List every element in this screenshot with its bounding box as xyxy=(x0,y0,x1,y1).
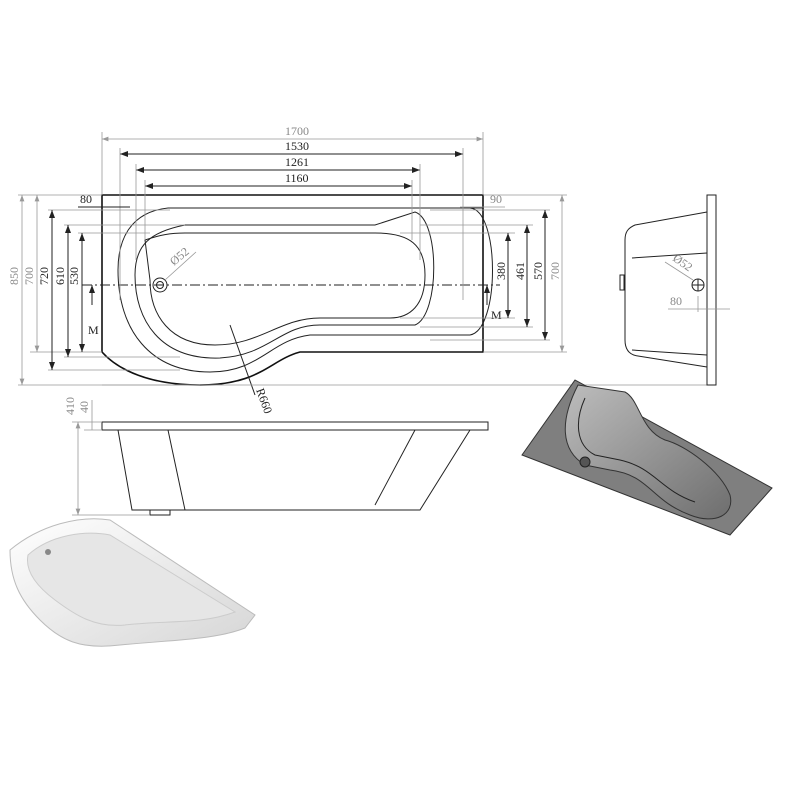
grey-bath-render xyxy=(521,379,773,536)
radius-label: R660 xyxy=(253,386,275,415)
height-850: 850 xyxy=(7,267,21,285)
width-1160: 1160 xyxy=(285,171,309,185)
tub-rim xyxy=(117,207,493,373)
section-mark-left: M xyxy=(88,323,99,337)
left-offset-80: 80 xyxy=(80,192,92,206)
height-530: 530 xyxy=(67,267,81,285)
height-700-left: 700 xyxy=(22,267,36,285)
front-view: 410 40 xyxy=(63,397,489,516)
height-700-right: 700 xyxy=(548,262,562,280)
end-view: Ø52 80 xyxy=(619,194,730,386)
section-mark-right: M xyxy=(491,308,502,322)
height-410: 410 xyxy=(63,397,77,415)
white-bath-render xyxy=(9,518,256,647)
waste-diameter-label: Ø52 xyxy=(167,244,192,268)
height-610: 610 xyxy=(53,267,67,285)
right-offset-90: 90 xyxy=(490,192,502,206)
rim-height-40: 40 xyxy=(77,401,91,413)
height-380: 380 xyxy=(494,262,508,280)
width-1530: 1530 xyxy=(285,139,309,153)
width-1261: 1261 xyxy=(285,155,309,169)
height-720: 720 xyxy=(37,267,51,285)
top-view: Ø52 R660 M M 1700 1530 1261 1160 80 90 8… xyxy=(7,124,715,415)
height-570: 570 xyxy=(531,262,545,280)
tub-basin xyxy=(134,211,435,359)
waste-icon xyxy=(152,277,168,293)
width-1700: 1700 xyxy=(285,124,309,138)
end-waste-offset-label: 80 xyxy=(670,294,682,308)
height-461: 461 xyxy=(513,262,527,280)
